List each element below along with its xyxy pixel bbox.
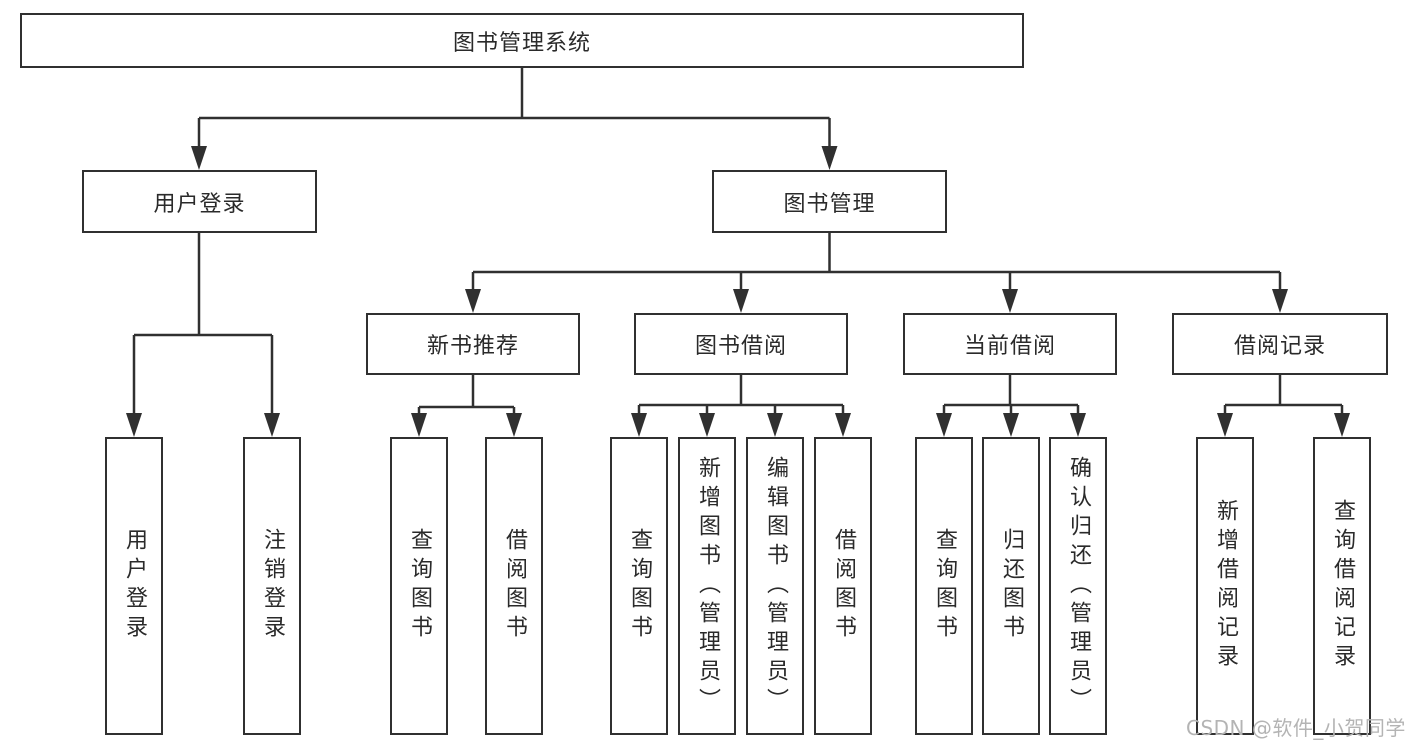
node-user-login: 用户登录 [82, 170, 317, 233]
leaf-label: 新增图书（管理员） [695, 455, 720, 717]
node-book-management: 图书管理 [712, 170, 947, 233]
leaf-edit-book-admin: 编辑图书（管理员） [746, 437, 804, 735]
node-label: 借阅记录 [1233, 334, 1326, 359]
leaf-label: 借阅图书 [502, 528, 527, 644]
leaf-user-login: 用户登录 [105, 437, 163, 735]
leaf-return-book: 归还图书 [982, 437, 1040, 735]
leaf-label: 确认归还（管理员） [1066, 455, 1091, 717]
leaf-borrow-books-recommend: 借阅图书 [485, 437, 543, 735]
leaf-add-borrow-record: 新增借阅记录 [1196, 437, 1254, 735]
leaf-query-books-current: 查询图书 [915, 437, 973, 735]
node-label: 图书管理 [783, 191, 876, 217]
leaf-label: 查询借阅记录 [1330, 499, 1355, 673]
leaf-label: 借阅图书 [831, 528, 856, 644]
leaf-label: 新增借阅记录 [1213, 499, 1238, 673]
leaf-confirm-return-admin: 确认归还（管理员） [1049, 437, 1107, 735]
leaf-add-book-admin: 新增图书（管理员） [678, 437, 736, 735]
leaf-label: 归还图书 [999, 528, 1024, 644]
node-library-management-system: 图书管理系统 [20, 13, 1024, 68]
leaf-query-books-borrow: 查询图书 [610, 437, 668, 735]
leaf-label: 注销登录 [260, 528, 285, 644]
node-label: 用户登录 [153, 191, 246, 217]
leaf-label: 查询图书 [407, 528, 432, 644]
leaf-label: 查询图书 [932, 528, 957, 644]
node-new-book-recommend: 新书推荐 [366, 313, 580, 375]
leaf-query-books-recommend: 查询图书 [390, 437, 448, 735]
node-label: 图书管理系统 [452, 30, 591, 56]
csdn-watermark: CSDN @软件_小贺同学 [1186, 716, 1405, 740]
leaf-label: 用户登录 [122, 528, 147, 644]
node-book-borrowing: 图书借阅 [634, 313, 848, 375]
node-label: 图书借阅 [694, 334, 787, 359]
leaf-logout: 注销登录 [243, 437, 301, 735]
leaf-query-borrow-record: 查询借阅记录 [1313, 437, 1371, 735]
leaf-label: 查询图书 [627, 528, 652, 644]
node-label: 当前借阅 [963, 334, 1056, 359]
leaf-label: 编辑图书（管理员） [763, 455, 788, 717]
node-current-borrowing: 当前借阅 [903, 313, 1117, 375]
leaf-borrow-books-borrow: 借阅图书 [814, 437, 872, 735]
node-borrowing-records: 借阅记录 [1172, 313, 1388, 375]
node-label: 新书推荐 [426, 334, 519, 359]
